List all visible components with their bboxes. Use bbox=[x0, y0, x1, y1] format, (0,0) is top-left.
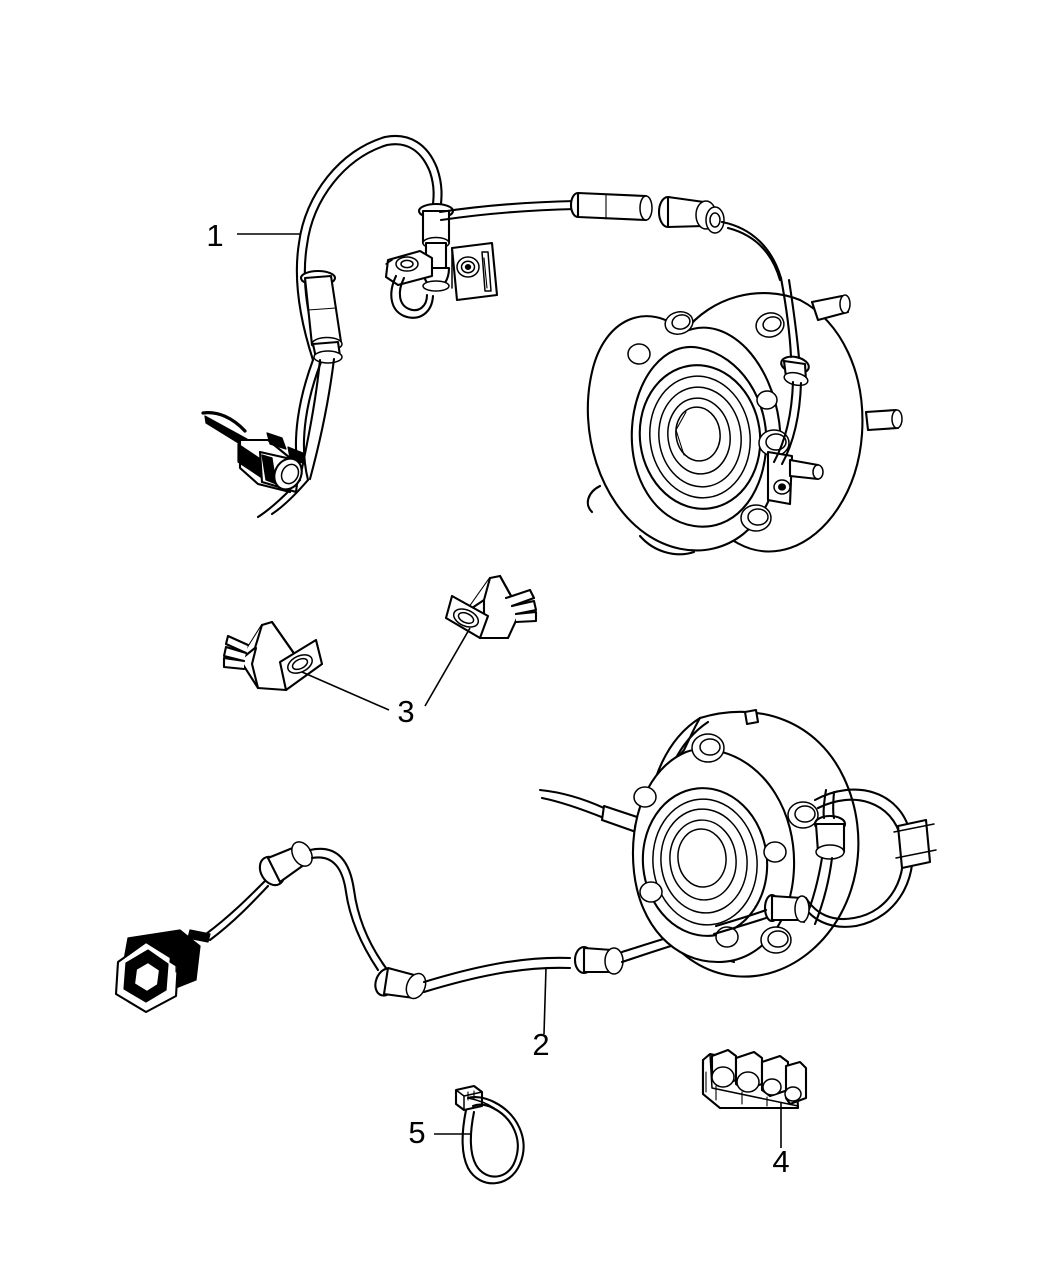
part-3-retainer-brackets bbox=[222, 574, 538, 692]
part-4-multi-channel-wire-clip bbox=[701, 1048, 808, 1110]
retainer-bracket-left bbox=[222, 620, 324, 692]
part-1-front-wheel-speed-sensor bbox=[201, 134, 783, 519]
hub-cable-grommet bbox=[780, 355, 810, 387]
wheel-stud-upper bbox=[810, 294, 851, 322]
hub-sensor-port bbox=[766, 450, 824, 506]
rear-cable-grommet-3 bbox=[573, 945, 624, 975]
callout-number-4: 4 bbox=[772, 1144, 789, 1179]
cable-grommet-mid bbox=[299, 269, 343, 364]
rear-cable-grommet-2 bbox=[374, 966, 427, 1000]
cable-grommet-inline-right2 bbox=[657, 195, 725, 234]
callout-number-2: 2 bbox=[532, 1027, 549, 1062]
front-hub-bearing-assembly bbox=[586, 276, 903, 556]
rear-hub-lower-grommet bbox=[763, 893, 810, 923]
retainer-bracket-right bbox=[444, 574, 538, 640]
callout-leaders bbox=[237, 233, 782, 1148]
rear-hub-grommet bbox=[813, 814, 847, 860]
callout-number-5: 5 bbox=[408, 1115, 425, 1150]
wheel-stud-lower bbox=[864, 408, 903, 432]
sensor-connector-front bbox=[201, 411, 306, 494]
rear-hub-bearing-assembly bbox=[631, 708, 937, 978]
sensor-connector-rear bbox=[114, 929, 211, 1014]
bracket-eyelet bbox=[384, 249, 434, 287]
callout-numbers: 1 2 3 4 5 bbox=[206, 218, 789, 1179]
leader-line-2 bbox=[543, 967, 547, 1035]
leader-line-3-left bbox=[301, 671, 390, 711]
sensor-mount-bracket bbox=[450, 241, 499, 302]
rear-cable-grommet-1 bbox=[258, 841, 313, 887]
callout-number-3: 3 bbox=[397, 694, 414, 729]
cable-grommet-inline-right bbox=[569, 191, 653, 222]
cable-loop-clip bbox=[893, 818, 937, 870]
leader-line-3-right bbox=[424, 627, 471, 707]
part-5-cable-tie bbox=[454, 1084, 525, 1185]
callout-number-1: 1 bbox=[206, 218, 223, 253]
